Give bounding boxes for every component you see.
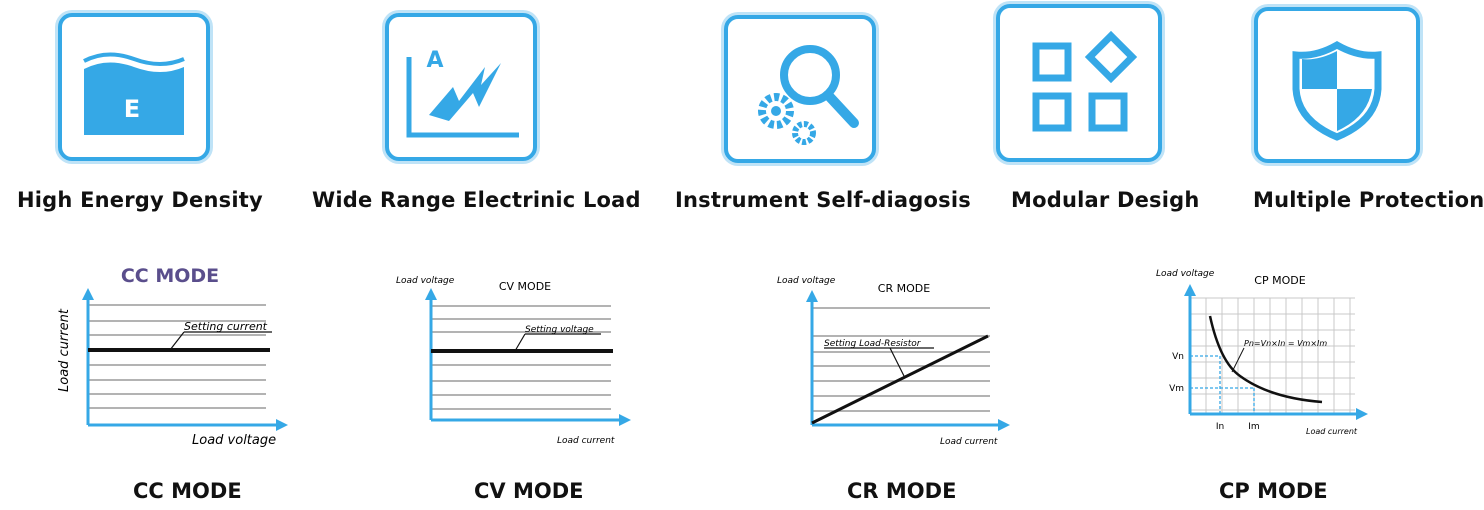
energy-density-icon: E: [58, 13, 210, 161]
grid-lines: [812, 307, 990, 412]
annotation: Pn=Vn×In = Vm×Im: [1244, 339, 1327, 348]
feature-label: Multiple Protection: [1253, 188, 1484, 212]
self-diagnosis-icon: [724, 15, 876, 163]
x-axis-label: Load voltage: [192, 433, 276, 448]
cr-mode-chart: Load voltage CR MODE Setting Load-Resist…: [777, 276, 1010, 447]
y-axis-label: Load current: [57, 308, 72, 392]
cp-mode-caption: CP MODE: [1219, 479, 1328, 503]
x-axis-arrow: [1356, 408, 1368, 420]
y-axis-label: Load voltage: [1156, 269, 1215, 279]
x-axis-arrow: [998, 419, 1010, 431]
power-curve: [1208, 315, 1323, 404]
y-axis-arrow: [425, 288, 437, 300]
tick-vn: Vn: [1172, 352, 1184, 362]
chart-title: CP MODE: [1254, 274, 1305, 287]
cc-mode-caption: CC MODE: [133, 479, 242, 503]
x-axis-label: Load current: [940, 437, 998, 447]
tick-vm: Vm: [1169, 384, 1184, 394]
svg-text:A: A: [426, 48, 443, 73]
annotation-leader: [514, 333, 526, 352]
x-axis-arrow: [619, 414, 631, 426]
grid-lines: [88, 304, 266, 409]
feature-label: Instrument Self-diagosis: [675, 188, 971, 212]
modular-design-icon: [996, 4, 1162, 162]
feature-label: Wide Range Electrinic Load: [312, 188, 641, 212]
cv-mode-chart: Load voltage CV MODE Setting voltage Loa…: [396, 276, 631, 446]
chart-title: CC MODE: [121, 265, 219, 287]
x-axis-arrow: [276, 419, 288, 431]
svg-text:E: E: [124, 95, 140, 123]
electronic-load-icon: A: [385, 13, 537, 161]
tick-in: In: [1216, 422, 1224, 432]
annotation: Setting Load-Resistor: [824, 339, 922, 349]
annotation: Setting voltage: [525, 325, 594, 335]
y-axis-arrow: [82, 288, 94, 300]
y-axis-label: Load voltage: [777, 276, 836, 286]
feature-label: High Energy Density: [17, 188, 263, 212]
grid-lines: [1190, 297, 1355, 414]
y-axis-arrow: [806, 290, 818, 302]
chart-title: CR MODE: [878, 282, 930, 295]
grid-lines: [431, 305, 611, 410]
y-axis-label: Load voltage: [396, 276, 455, 286]
annotation-leader: [889, 347, 905, 377]
annotation: Setting current: [184, 320, 268, 333]
annotation-leader: [1231, 347, 1245, 373]
annotation-leader: [169, 331, 185, 351]
tick-im: Im: [1248, 422, 1259, 432]
y-axis-arrow: [1184, 284, 1196, 296]
x-axis-label: Load current: [1306, 427, 1358, 436]
x-axis-label: Load current: [557, 436, 615, 446]
cc-mode-chart: CC MODE Setting current Load voltage Loa…: [57, 265, 288, 448]
chart-title: CV MODE: [499, 280, 551, 293]
cp-mode-chart: Load voltage CP MODE Pn=Vn×In = Vm×Im Vn…: [1156, 269, 1368, 436]
cv-mode-caption: CV MODE: [474, 479, 584, 503]
resistance-line: [811, 334, 989, 425]
feature-label: Modular Desigh: [1011, 188, 1200, 212]
shield-icon: [1254, 7, 1420, 163]
cr-mode-caption: CR MODE: [847, 479, 957, 503]
